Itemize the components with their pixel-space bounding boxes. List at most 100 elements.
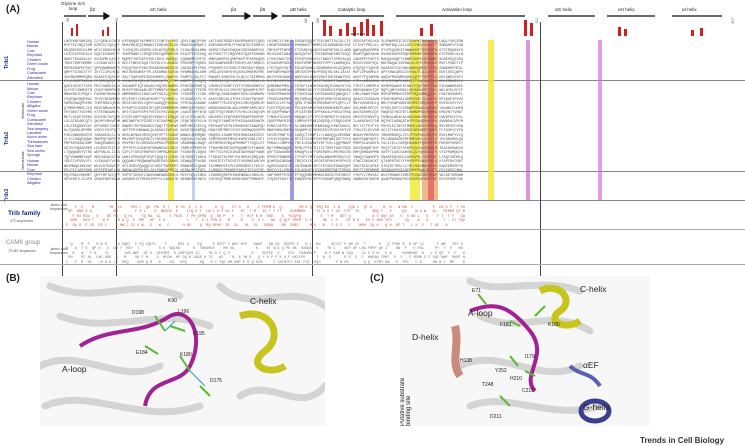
species-label: Frog bbox=[27, 113, 35, 118]
b-annot-e184: E184 bbox=[136, 350, 148, 356]
panel-c-structure: C-helix A-loop D-helix αEF G-helix Putat… bbox=[400, 276, 650, 426]
c-annot-y252: Y252 bbox=[495, 368, 507, 374]
panel-c-label: (C) bbox=[370, 273, 384, 284]
species-label: Alligator bbox=[27, 180, 41, 185]
species-label: Elephant bbox=[27, 95, 42, 100]
c-annot-chelix: C-helix bbox=[580, 284, 607, 294]
region-b4: β4 bbox=[231, 7, 237, 12]
region-b5: β5 bbox=[260, 7, 266, 12]
species-label: Sea hare bbox=[27, 144, 43, 149]
region-b2: β2 bbox=[90, 7, 96, 12]
panel-b-structure: C-helix A-loop K90 L196 D198 E195 E184 K… bbox=[40, 276, 325, 426]
alignment-area: LNDFKMCVNKGSQ CLFQENLECWYD KYEKNQGEYKFMH… bbox=[64, 40, 734, 200]
region-glycine: Glycine rich loop bbox=[61, 1, 85, 11]
species-label: Chicken bbox=[27, 57, 41, 62]
species-label: Chicken bbox=[27, 99, 41, 104]
col-sep-2 bbox=[116, 22, 117, 282]
c-annot-d211: D211 bbox=[490, 414, 502, 420]
b-annot-aloop: A-loop bbox=[62, 364, 87, 374]
region-header: Glycine rich loop β2 αC helix β4 β5 αD h… bbox=[0, 0, 745, 30]
camk-group-label: CAMK group bbox=[6, 240, 41, 246]
region-ai: αI helix bbox=[682, 7, 697, 12]
b-annot-d175: D175 bbox=[210, 378, 222, 384]
frequency-row-camk: Q M F M W R A DQKT P EQ CQCPL F RAI G EQ… bbox=[66, 243, 465, 265]
sequence-text: LNDFKMCVNKGSQ CLFQENLECWYD KYEKNQGEYKFMH… bbox=[64, 40, 463, 183]
c-annot-aloop: A-loop bbox=[468, 308, 493, 318]
b-annot-k180: K180 bbox=[180, 352, 192, 358]
trib-family-count: 472 sequences bbox=[10, 219, 33, 223]
divider-trib1 bbox=[0, 80, 745, 81]
panel-b-svg bbox=[40, 282, 325, 416]
species-label: Elephant bbox=[27, 172, 42, 177]
divider-camk bbox=[0, 264, 745, 265]
trib-family-label: Trib family bbox=[8, 210, 41, 217]
species-label: Alligator bbox=[27, 104, 41, 109]
c-annot-substrate-site: Putative substrate binding site bbox=[400, 377, 412, 426]
secondary-structure-svg bbox=[64, 11, 722, 21]
camk-group-count: 79,487 sequences bbox=[8, 249, 36, 253]
group-trib1: Trib1 bbox=[4, 55, 10, 69]
panel-b-label: (B) bbox=[6, 273, 20, 284]
c-annot-k180: K180 bbox=[548, 322, 560, 328]
col-sep-1 bbox=[62, 22, 63, 282]
species-label: Coelacanth bbox=[27, 71, 47, 76]
species-label: Sea urchin bbox=[27, 148, 46, 153]
group-trib2: Trib2 bbox=[4, 131, 10, 145]
species-label: Mouse bbox=[27, 163, 39, 168]
c-annot-f181: F181 bbox=[500, 322, 512, 328]
b-annot-chelix: C-helix bbox=[250, 296, 277, 306]
c-annot-h210: H210 bbox=[510, 376, 522, 382]
panel-a-label: (A) bbox=[6, 4, 20, 15]
region-ag: αG helix bbox=[555, 7, 572, 12]
region-ac: αC helix bbox=[150, 7, 167, 12]
panel-c-svg bbox=[451, 277, 612, 424]
species-label: Elephant bbox=[27, 53, 42, 58]
c-annot-c215: C215 bbox=[522, 388, 534, 394]
alignment-highlights bbox=[168, 40, 602, 200]
c-annot-dhelix: D-helix bbox=[412, 332, 439, 342]
divider-trib2 bbox=[0, 171, 745, 172]
species-label: Zebrafish bbox=[27, 75, 43, 80]
col-sep-4 bbox=[540, 22, 541, 282]
b-annot-l196: L196 bbox=[178, 309, 190, 315]
b-annot-k90: K90 bbox=[168, 298, 177, 304]
species-label: Coelacanth bbox=[27, 117, 47, 122]
species-label: Threadworm bbox=[27, 139, 49, 144]
c-annot-ghelix: G-helix bbox=[583, 402, 610, 412]
journal-footer: Trends in Cell Biology bbox=[640, 436, 725, 445]
species-label: Zebrafish bbox=[27, 122, 43, 127]
species-label: Chicken bbox=[27, 176, 41, 181]
c-annot-e71: E71 bbox=[472, 288, 481, 294]
group-trib3: Trib3 bbox=[4, 188, 10, 202]
species-label: Mouse bbox=[27, 44, 39, 49]
col-sep-3 bbox=[312, 22, 313, 282]
species-label: Green anole bbox=[27, 62, 48, 67]
species-label: Green anole bbox=[27, 108, 48, 113]
species-label: Human bbox=[27, 40, 40, 44]
divider-family bbox=[0, 229, 745, 230]
species-label: Mouse bbox=[27, 86, 39, 91]
conservation-bars bbox=[71, 19, 703, 36]
c-annot-i179: I179 bbox=[525, 354, 535, 360]
species-label: Cow bbox=[27, 90, 35, 95]
species-label: Cow bbox=[27, 167, 35, 172]
region-ad: αD helix bbox=[290, 7, 307, 12]
c-annot-h138: H138 bbox=[460, 358, 472, 364]
subgroup-invertebrate: Invertebrate bbox=[21, 151, 25, 171]
species-label: Lancelet bbox=[27, 131, 42, 135]
b-annot-d198: D198 bbox=[132, 310, 144, 316]
species-label: Human bbox=[27, 82, 40, 87]
species-label: Acorn worm bbox=[27, 135, 48, 140]
species-label: Sea lamprey bbox=[27, 126, 49, 131]
frequency-row-trib: F E M YK TLV PHI L QS PW R T D YG E C G … bbox=[66, 206, 465, 228]
region-act: Activation loop bbox=[442, 7, 472, 12]
region-ah: αH helix bbox=[618, 7, 635, 12]
b-annot-e195: E195 bbox=[193, 331, 205, 337]
species-label: Frog bbox=[27, 66, 35, 71]
c-annot-t248: T248 bbox=[482, 382, 494, 388]
c-annot-aef: αEF bbox=[583, 360, 599, 370]
subgroup-vertebrate: Vertebrate bbox=[21, 102, 25, 120]
species-label: Human bbox=[27, 158, 40, 163]
